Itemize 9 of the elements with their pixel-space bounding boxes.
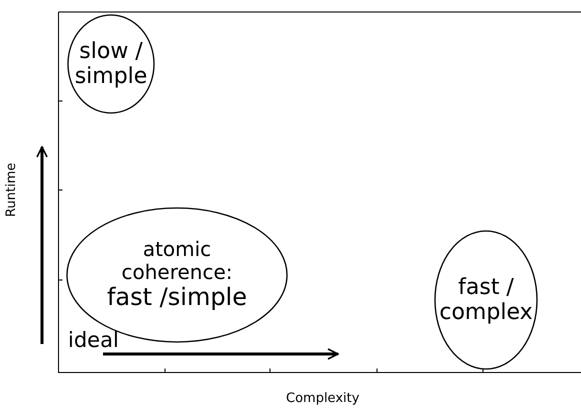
node-text: fast / complex [439,274,533,326]
axis-label: Runtime [4,162,19,217]
ellipse-node [67,14,155,114]
node-text: slow / simple [74,38,148,90]
axis-label: Complexity [286,391,360,406]
node-text: fast /simple [106,284,247,312]
ellipse-node [434,230,538,370]
node-text: atomic coherence: [120,238,234,284]
point-label: ideal [68,328,119,352]
